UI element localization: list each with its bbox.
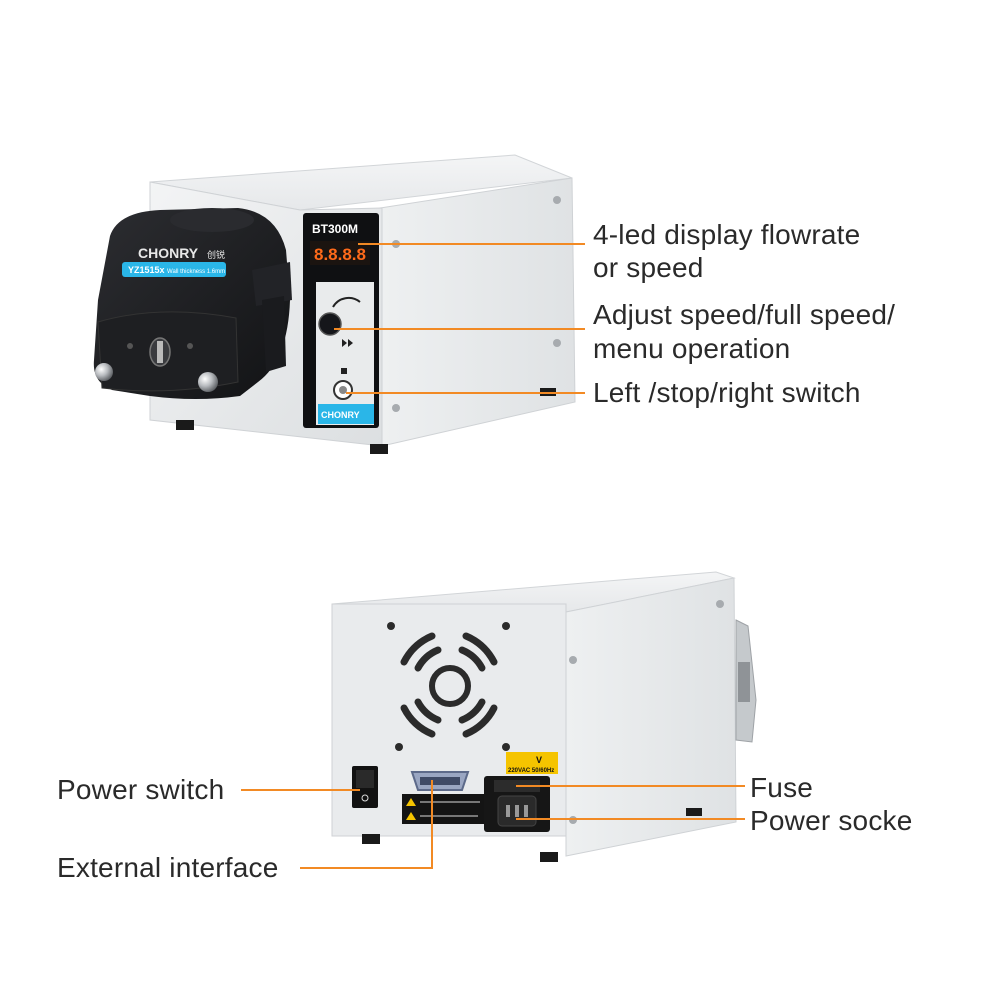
- pump-head-tag: [122, 262, 226, 277]
- leader-line-external-interface: [300, 780, 433, 869]
- callout-display-line1: 4-led display flowrate: [593, 219, 861, 250]
- voltage-label: [506, 752, 558, 774]
- foot: [370, 444, 388, 454]
- chrome-knob-right[interactable]: [198, 372, 218, 392]
- foot: [540, 852, 558, 862]
- power-switch-rocker: [356, 770, 374, 788]
- callout-fuse: Fuse: [750, 772, 814, 803]
- voltage-symbol: V: [536, 755, 542, 765]
- port-pins: [420, 777, 460, 785]
- foot: [362, 834, 380, 844]
- chrome-knob-left[interactable]: [95, 363, 113, 381]
- center-lock-slot: [157, 341, 163, 363]
- clamp-lever[interactable]: [252, 262, 292, 306]
- clamp-screw: [127, 343, 133, 349]
- leader-lines: [241, 243, 745, 869]
- pump-head-brand: CHONRY: [138, 245, 199, 261]
- screw: [553, 196, 561, 204]
- pump-head-side-detail: [738, 662, 750, 702]
- screw: [502, 622, 510, 630]
- callout-power-switch: Power switch: [57, 774, 225, 805]
- fast-forward-icon: [342, 339, 353, 347]
- callout-knob-line1: Adjust speed/full speed/: [593, 299, 896, 330]
- fan-grille: [400, 632, 498, 738]
- screw: [553, 339, 561, 347]
- clamp-lever-grip: [262, 296, 286, 372]
- callout-switch: Left /stop/right switch: [593, 377, 861, 408]
- foot: [176, 420, 194, 430]
- led-display: 8.8.8.8: [314, 245, 366, 264]
- socket-pin: [524, 805, 528, 817]
- screw: [387, 622, 395, 630]
- front-unit: BT300M 8.8.8.8 CHONRY CHONRY 创锐 YZ1515x …: [93, 154, 576, 454]
- front-cabinet-side: [379, 177, 576, 447]
- pump-head-tag-text: Wall thickness 1.6mm: [167, 269, 225, 275]
- power-switch-off-mark: [361, 794, 369, 802]
- callout-external-interface: External interface: [57, 852, 279, 883]
- brand-strip-label: CHONRY: [321, 410, 360, 420]
- panel-lower: [316, 282, 374, 425]
- warning-text-line: [420, 815, 478, 817]
- pump-head-brand-cn: 创锐: [207, 249, 225, 260]
- callout-power-socket: Power socke: [750, 805, 913, 836]
- foot: [686, 808, 702, 816]
- stop-icon: [341, 368, 347, 374]
- callout-display-line2: or speed: [593, 252, 704, 283]
- screw: [395, 743, 403, 751]
- pump-head-tag-code: YZ1515x: [128, 265, 165, 275]
- socket-pin: [506, 805, 510, 817]
- model-label: BT300M: [312, 222, 358, 236]
- brand-strip: [318, 404, 374, 424]
- direction-switch-center: [339, 386, 347, 394]
- clamp-screw: [187, 343, 193, 349]
- screw: [716, 600, 724, 608]
- screw: [569, 656, 577, 664]
- voltage-text: 220VAC 50/60Hz: [508, 768, 554, 774]
- screw: [502, 743, 510, 751]
- screw: [392, 404, 400, 412]
- warning-triangle-icon: [406, 812, 416, 820]
- callout-knob-line2: menu operation: [593, 333, 791, 364]
- warning-triangle-icon: [406, 798, 416, 806]
- warning-label: [402, 794, 488, 824]
- socket-pin: [515, 805, 519, 817]
- speed-knob[interactable]: [318, 312, 342, 336]
- pump-head-top-cap: [170, 208, 254, 232]
- warning-text-line: [420, 801, 480, 803]
- rear-cabinet-side: [565, 577, 737, 857]
- rotate-arrow-icon: [332, 297, 361, 308]
